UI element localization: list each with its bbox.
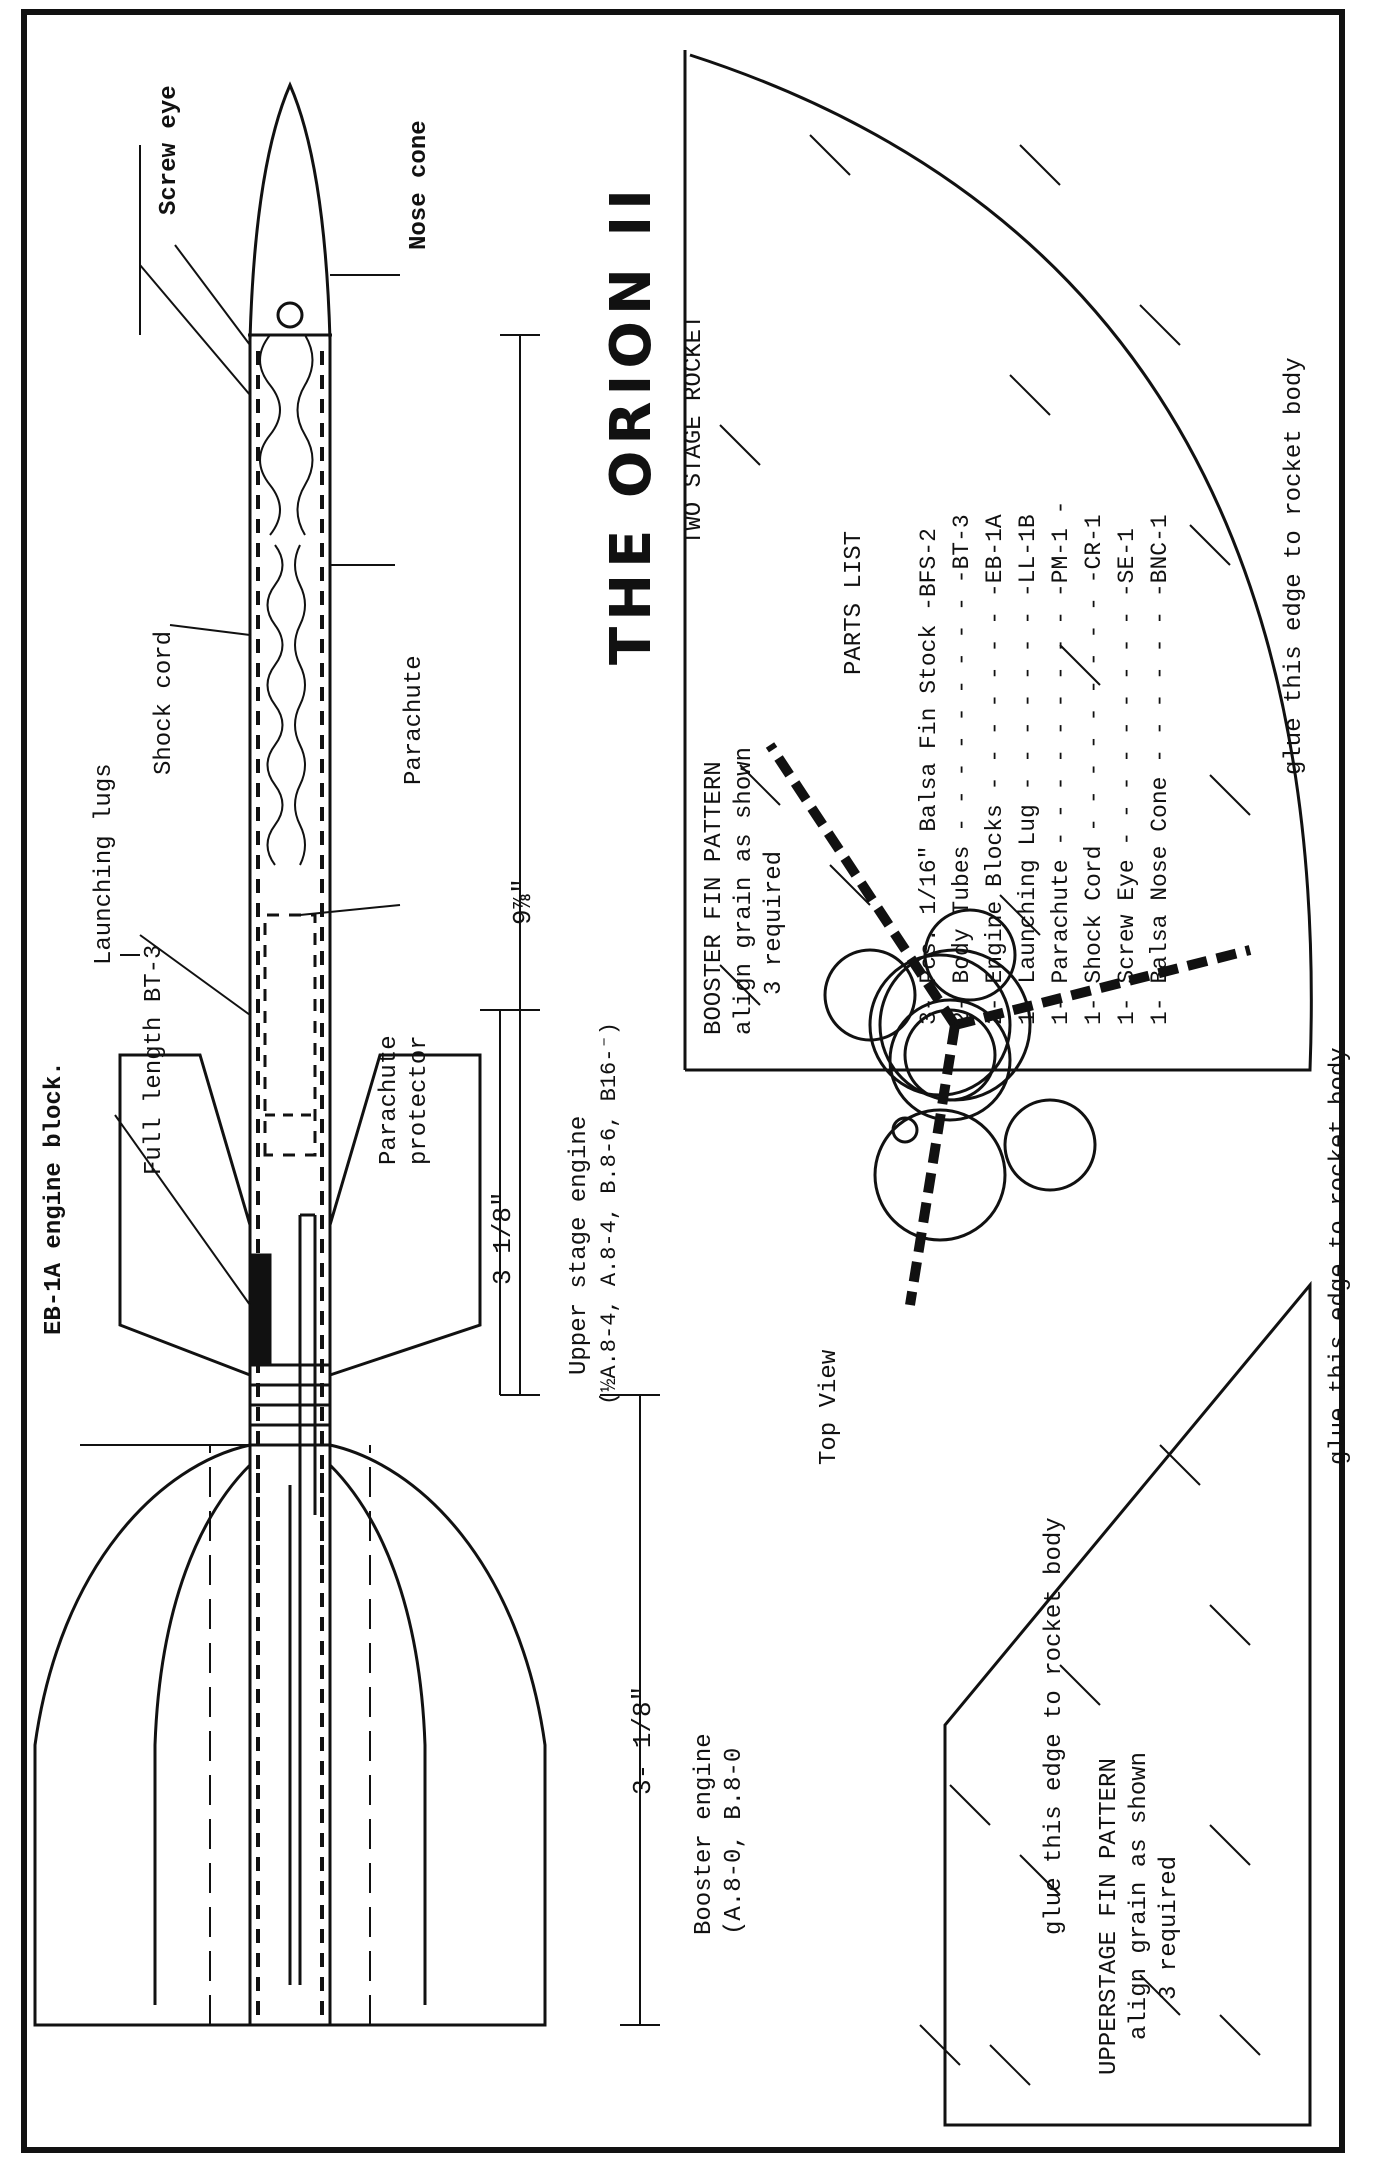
- page-border: [21, 9, 1345, 2153]
- upper-fin-label-2: align grain as shown: [1126, 1752, 1153, 2040]
- rocket-side-view: [33, 81, 547, 2027]
- booster-fin-left: [33, 1443, 251, 2027]
- label-nose-cone: Nose cone: [406, 120, 433, 250]
- dimension-booster: 3- 1/8": [628, 1686, 658, 1795]
- callout-leaders: [80, 145, 660, 2026]
- booster-fin-right: [329, 1443, 547, 2027]
- parts-list-item: 1- Launching Lug - - - - - - - -LL-1B: [1015, 514, 1041, 1025]
- top-view-label: Top View: [816, 1349, 843, 1465]
- label-shock-cord: Shock cord: [151, 631, 178, 775]
- parts-list-item: 2- Body Tubes - - - - - - - - - -BT-3: [949, 514, 975, 1025]
- label-parachute-protector-1: Parachute: [376, 1035, 403, 1165]
- parts-list-item: 1- Balsa Nose Cone - - - - - - -BNC-1: [1147, 514, 1173, 1025]
- label-parachute-protector-2: protector: [406, 1035, 433, 1165]
- title-main: THE ORION II: [599, 183, 664, 665]
- upper-fin-left: [118, 1053, 252, 1377]
- dimension-overall: 9⅞": [508, 878, 538, 925]
- label-upper-engine-2: (½A.8-4, A.8-4, B.8-6, B16-⁻): [597, 1022, 622, 1405]
- label-upper-engine-1: Upper stage engine: [566, 1116, 593, 1375]
- dimension-upper: 3 1/8": [488, 1191, 518, 1285]
- upper-fin-glue-edge: glue this edge to rocket body: [1326, 1047, 1353, 1465]
- booster-fin-label-2: align grain as shown: [731, 747, 758, 1035]
- label-screw-eye: Screw eye: [156, 85, 183, 215]
- nose-cone-outline: [248, 81, 332, 341]
- booster-fin-pattern: [683, 50, 1313, 1072]
- upper-fin-right: [328, 1053, 482, 1377]
- parts-list-item: 2- Engine Blocks - - - - - - - -EB-1A: [982, 514, 1008, 1025]
- label-launching-lugs: Launching lugs: [91, 763, 118, 965]
- label-booster-engine-1: Booster engine: [691, 1733, 718, 1935]
- label-booster-engine-2: (A.8-0, B.8-0: [721, 1748, 748, 1935]
- parts-list-item: 1- Screw Eye - - - - - - - - - -SE-1: [1114, 528, 1140, 1025]
- upperstage-fin-pattern: [919, 1280, 1312, 2127]
- parts-list-item: 1- Shock Cord - - - - - - - - - -CR-1: [1081, 514, 1107, 1025]
- booster-fin-label-3: 3 required: [761, 851, 788, 995]
- upper-fin-label-3: 3 required: [1156, 1856, 1183, 2000]
- booster-fin-label-1: BOOSTER FIN PATTERN: [701, 761, 728, 1035]
- upper-fin-glue-note: glue this edge to rocket body: [1041, 1517, 1068, 1935]
- upper-fin-label-1: UPPERSTAGE FIN PATTERN: [1096, 1758, 1123, 2075]
- booster-fin-glue-note: glue this edge to rocket body: [1281, 357, 1308, 775]
- parts-list: 3- Pcs. 1/16" Balsa Fin Stock -BFS-2 2- …: [916, 501, 1173, 1026]
- parts-list-item: 1- Parachute - - - - - - - - - -PM-1 -: [1048, 501, 1074, 1026]
- label-full-length: Full length BT-3: [141, 945, 168, 1175]
- parts-list-item: 3- Pcs. 1/16" Balsa Fin Stock -BFS-2: [916, 528, 942, 1025]
- label-parachute: Parachute: [401, 655, 428, 785]
- label-engine-block: EB-1A engine block.: [41, 1061, 68, 1335]
- top-view-diagram: [765, 742, 1252, 1306]
- parts-list-heading: PARTS LIST: [841, 531, 868, 675]
